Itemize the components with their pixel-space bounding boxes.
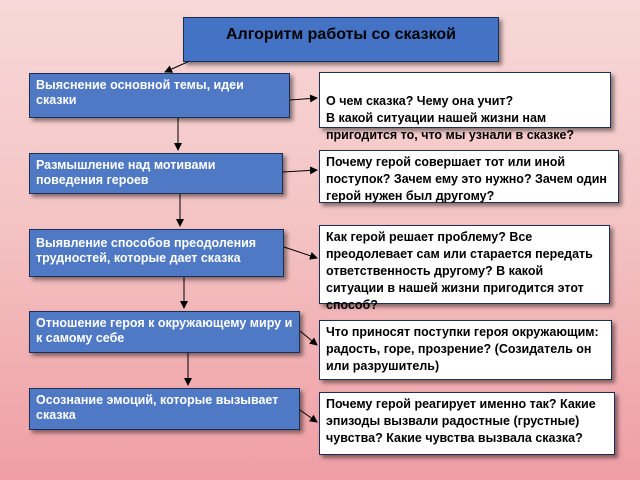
question-box-2: Почему герой совершает тот или иной пост… [319, 150, 619, 203]
diagram-title: Алгоритм работы со сказкой [183, 17, 499, 62]
question-5-text: Почему герой реагирует именно так? Какие… [326, 397, 596, 445]
question-box-1: О чем сказка? Чему она учит? В какой сит… [319, 72, 611, 142]
question-box-5: Почему герой реагирует именно так? Какие… [319, 392, 615, 455]
step-5-text: Осознание эмоций, которые вызывает сказк… [36, 393, 279, 422]
diagram-title-text: Алгоритм работы со сказкой [225, 25, 457, 43]
arrow-step-5-to-question-5 [299, 409, 318, 423]
step-box-3: Выявление способов преодоления трудносте… [29, 229, 284, 277]
question-box-4: Что приносят поступки героя окружающим: … [319, 320, 612, 380]
step-3-text: Выявление способов преодоления трудносте… [36, 236, 257, 265]
arrow-step-2-to-question-2 [282, 166, 318, 175]
arrow-step-4-to-question-4 [299, 330, 318, 346]
step-2-text: Размышление над мотивами поведения герое… [36, 158, 216, 187]
question-3-text: Как герой решает проблему? Все преодолев… [326, 230, 593, 312]
step-1-text: Выяснение основной темы, идеи сказки [36, 78, 244, 107]
step-4-text: Отношение героя к окружающему миру и к с… [36, 316, 293, 345]
step-box-2: Размышление над мотивами поведения герое… [29, 153, 283, 194]
arrow-step-3-to-question-3 [283, 246, 318, 260]
question-2-text: Почему герой совершает тот или иной пост… [326, 155, 607, 203]
step-box-1: Выяснение основной темы, идеи сказки [29, 73, 290, 118]
step-box-4: Отношение героя к окружающему миру и к с… [29, 311, 300, 353]
step-box-5: Осознание эмоций, которые вызывает сказк… [29, 388, 300, 430]
question-box-3: Как герой решает проблему? Все преодолев… [319, 225, 610, 312]
question-4-text: Что приносят поступки героя окружающим: … [326, 325, 599, 373]
question-1-text: О чем сказка? Чему она учит? В какой сит… [326, 94, 575, 142]
arrow-step-1-to-question-1 [289, 94, 318, 103]
